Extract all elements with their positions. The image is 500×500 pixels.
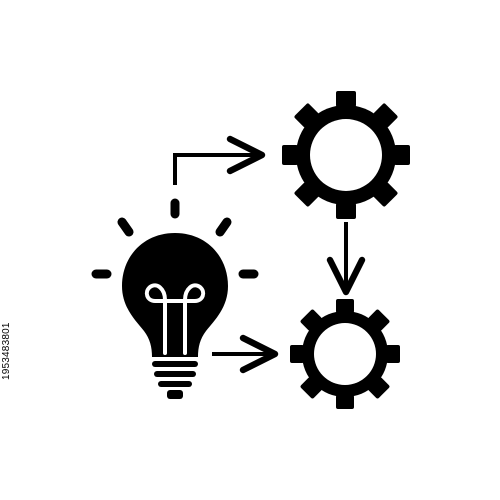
stock-id-label-container: 1953483801: [0, 250, 14, 380]
arrow-right-icon: [173, 135, 266, 185]
gear-icon: [282, 91, 410, 219]
filament-icon: [144, 283, 206, 355]
light-rays-icon: [91, 198, 259, 279]
gear-icon: [290, 299, 400, 409]
lightbulb-icon: [122, 233, 228, 399]
stock-id-label: 1953483801: [1, 322, 12, 380]
